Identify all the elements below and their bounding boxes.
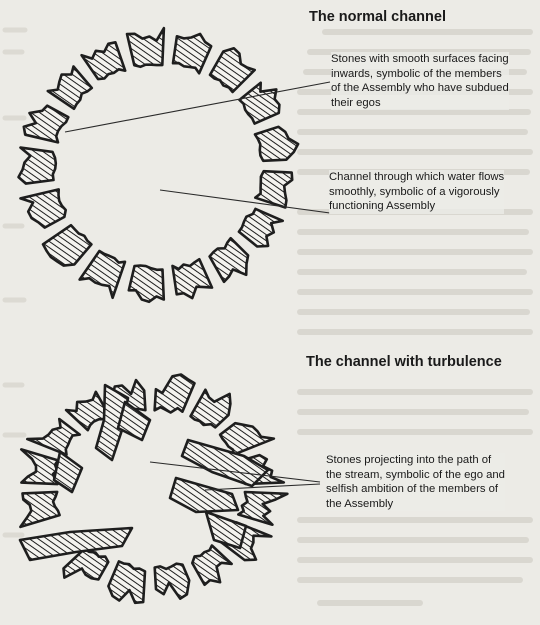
stone [48, 67, 92, 109]
caption-line: of the Assembly who have subdued [331, 81, 509, 96]
stone [255, 171, 292, 207]
stone [220, 423, 274, 454]
stone [240, 83, 280, 124]
normal-channel-title: The normal channel [309, 9, 446, 25]
stone [21, 189, 66, 227]
caption-line: functioning Assembly [329, 199, 504, 214]
projecting-stone [206, 512, 246, 548]
stone [129, 266, 164, 302]
caption-line: inwards, symbolic of the members [331, 67, 509, 82]
stone [43, 225, 91, 265]
normal-stones-caption: Stones with smooth surfaces facing inwar… [331, 52, 509, 110]
stone [238, 492, 287, 525]
stone [108, 561, 145, 602]
normal-channel-caption: Channel through which water flows smooth… [329, 170, 504, 214]
stone [155, 375, 195, 413]
normal-channel-stone-ring [19, 28, 299, 302]
caption-line: Channel through which water flows [329, 170, 504, 185]
stone [255, 127, 298, 161]
stone [82, 42, 126, 79]
stone [210, 48, 255, 92]
stone [24, 106, 69, 143]
projecting-stone [170, 478, 238, 512]
caption-line: the stream, symbolic of the ego and [326, 468, 505, 483]
caption-line: the Assembly [326, 497, 505, 512]
caption-line: smoothly, symbolic of a vigorously [329, 185, 504, 200]
turbulent-channel-title: The channel with turbulence [306, 354, 502, 370]
caption-line: Stones with smooth surfaces facing [331, 52, 509, 67]
stone [20, 492, 59, 527]
turbulent-channel-stone-ring [20, 375, 287, 603]
stone [80, 251, 125, 298]
stone [239, 209, 283, 247]
stone [173, 259, 213, 298]
stone [191, 390, 231, 428]
stone [192, 546, 231, 585]
caption-line: their egos [331, 96, 509, 111]
projecting-stones [20, 385, 268, 560]
stone [19, 148, 56, 184]
caption-line: selfish ambition of the members of [326, 482, 505, 497]
stone [27, 419, 80, 455]
stone [155, 564, 190, 599]
stone [210, 238, 249, 282]
stone [173, 34, 211, 73]
caption-line: Stones projecting into the path of [326, 453, 505, 468]
stone [127, 28, 164, 67]
projecting-stone [54, 452, 82, 492]
turbulent-stones-caption: Stones projecting into the path of the s… [326, 453, 505, 511]
stone [21, 449, 58, 484]
